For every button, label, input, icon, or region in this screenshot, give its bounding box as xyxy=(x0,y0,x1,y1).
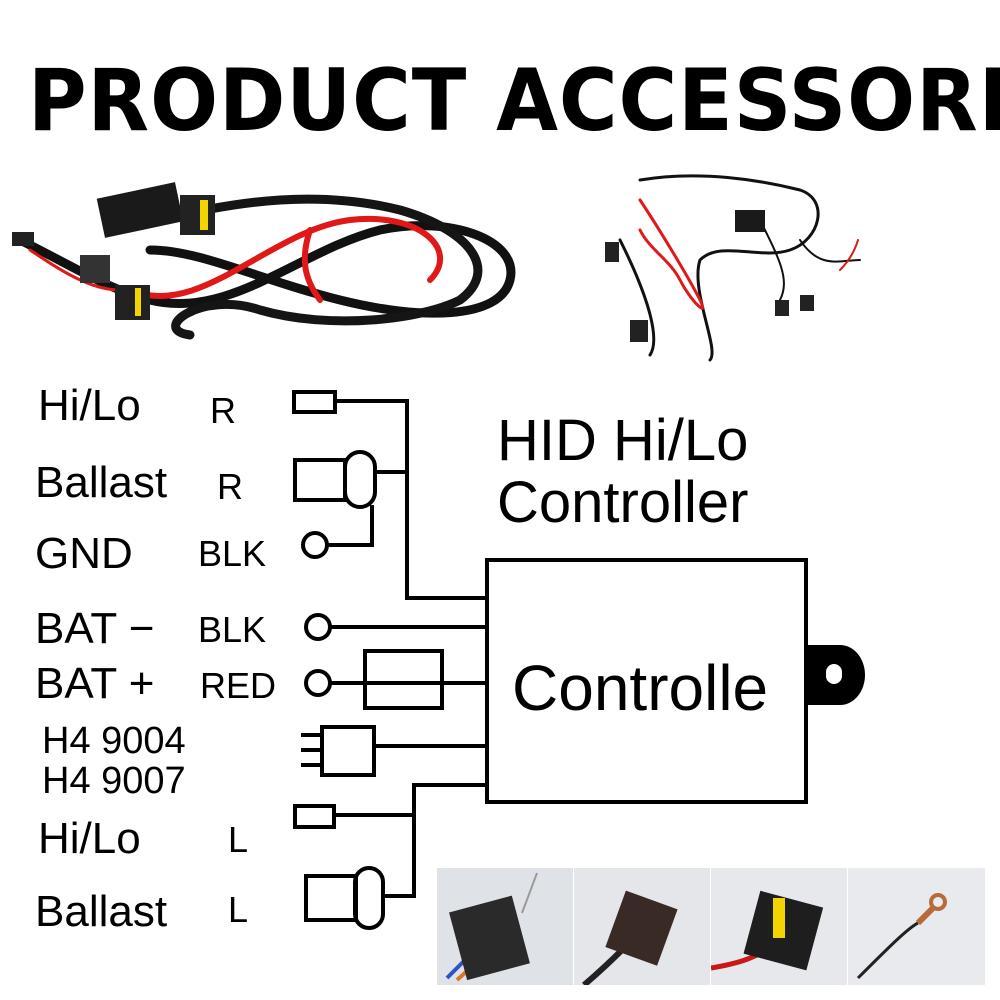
fuse-holder xyxy=(363,649,444,710)
bat-neg-ring-terminal xyxy=(304,613,332,641)
wire-harness-photo-small xyxy=(605,174,861,362)
label-h4-9007: H4 9007 xyxy=(42,760,186,802)
color-ballast-r: R xyxy=(217,466,243,507)
diagram-heading-line2: Controller xyxy=(497,470,749,535)
wire-harness-photo-large xyxy=(12,182,516,340)
label-ballast-l: Ballast xyxy=(35,887,168,936)
label-bat-neg: BAT − xyxy=(35,604,155,653)
hi-lo-l-connector xyxy=(293,804,336,829)
label-bat-pos: BAT + xyxy=(35,659,155,708)
photo-h4-connector xyxy=(437,868,573,985)
gnd-ring-terminal xyxy=(301,531,329,559)
label-hi-lo-r: Hi/Lo xyxy=(38,381,141,430)
controller-box-label: Controlle xyxy=(512,652,769,724)
photo-9006-connector xyxy=(711,868,847,985)
photo-ring-terminal xyxy=(848,868,985,985)
color-bat-neg: BLK xyxy=(198,609,267,650)
color-hi-lo-r: R xyxy=(210,390,236,431)
wiring-diagram xyxy=(292,390,865,930)
label-h4-9004: H4 9004 xyxy=(42,720,186,762)
ballast-r-connector xyxy=(293,458,347,502)
ballast-l-plug xyxy=(353,866,385,930)
color-bat-pos: RED xyxy=(200,665,277,706)
label-ballast-r: Ballast xyxy=(35,458,168,507)
h4-connector xyxy=(320,725,376,777)
page-title: PRODUCT ACCESSORIES xyxy=(28,51,1000,151)
ballast-r-plug xyxy=(343,450,377,509)
wire xyxy=(335,399,487,600)
label-gnd: GND xyxy=(35,529,133,578)
ballast-l-connector xyxy=(304,874,358,922)
color-gnd: BLK xyxy=(198,533,267,574)
color-hi-lo-l: L xyxy=(228,819,249,860)
diagram-heading-line1: HID Hi/Lo xyxy=(497,408,749,473)
bat-pos-ring-terminal xyxy=(304,669,332,697)
hi-lo-r-connector xyxy=(292,390,337,414)
color-ballast-l: L xyxy=(228,889,249,930)
photo-plug-connector xyxy=(574,868,710,985)
label-hi-lo-l: Hi/Lo xyxy=(38,814,141,863)
